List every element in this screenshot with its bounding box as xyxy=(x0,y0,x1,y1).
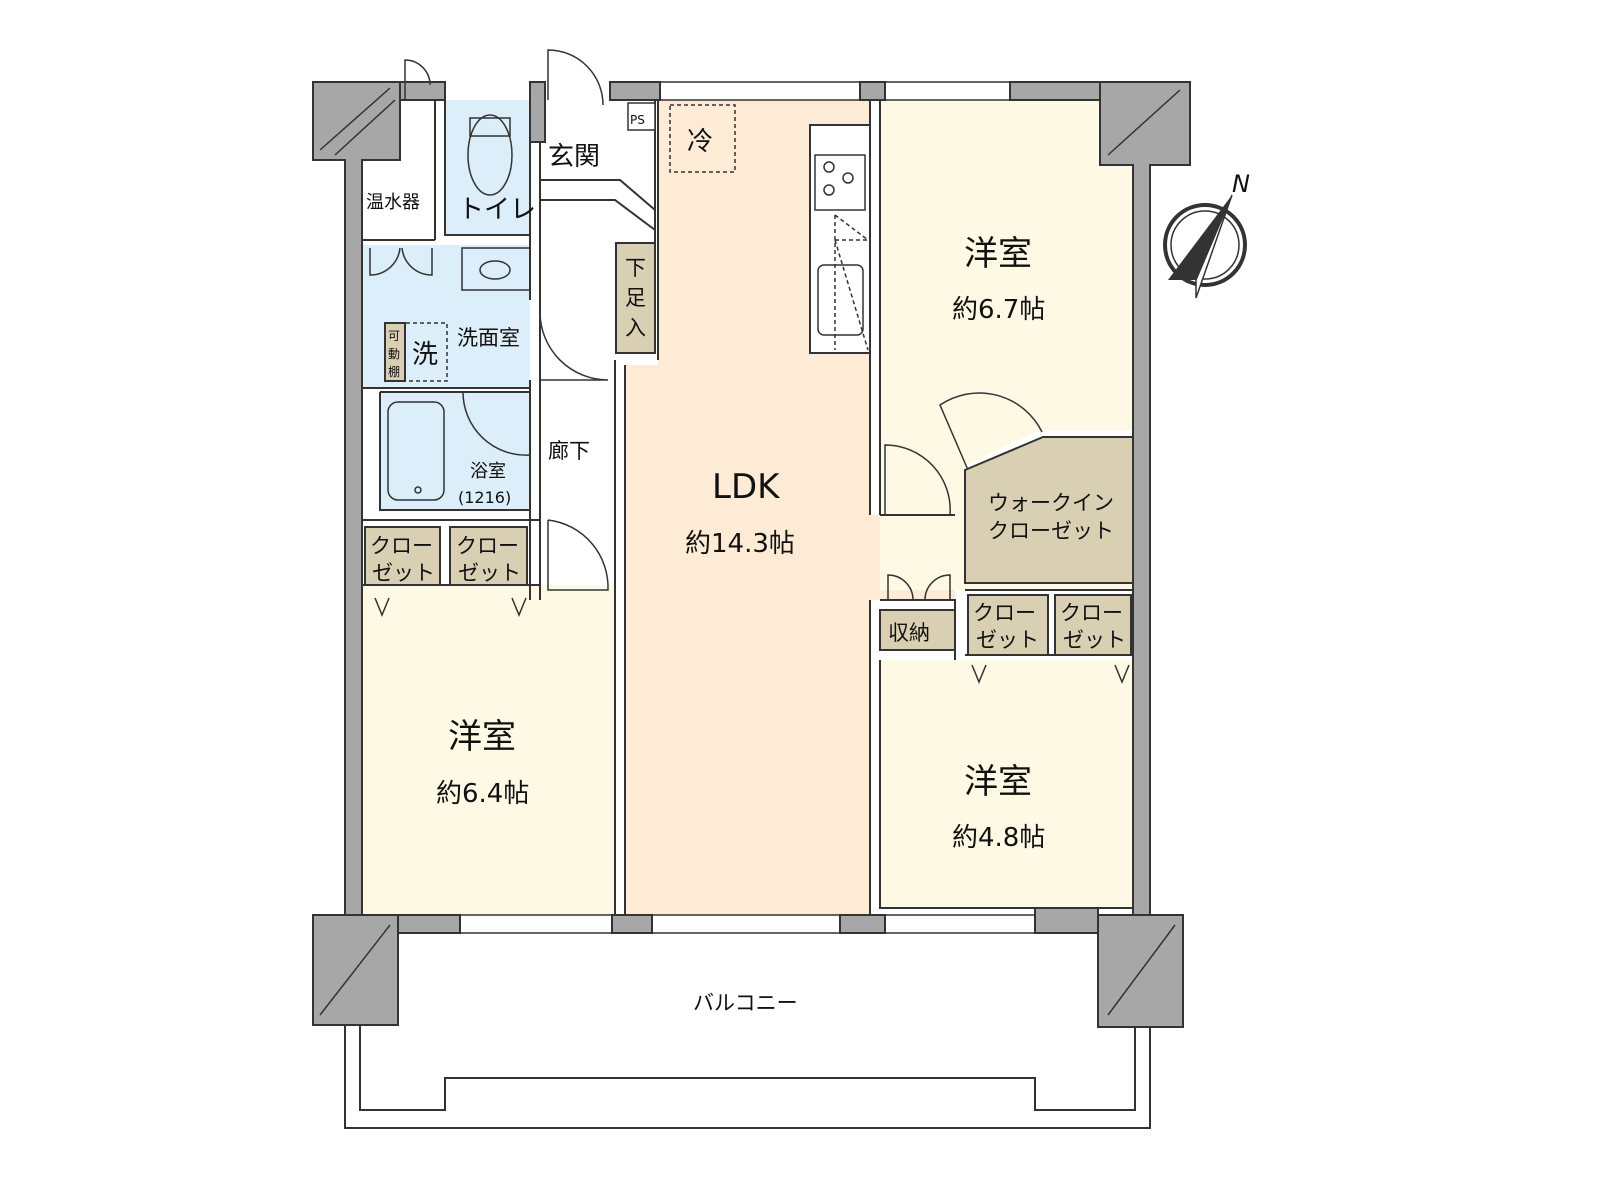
closet-1 xyxy=(364,526,441,586)
doors[interactable] xyxy=(369,49,1130,684)
label-fridge: 冷 xyxy=(687,127,713,157)
fixtures xyxy=(364,102,1134,656)
outer-walls xyxy=(312,81,1191,1028)
label-bath: 浴室 xyxy=(470,461,506,482)
label-wic-1: ウォークイン xyxy=(988,491,1114,515)
label-closet-2a: クロー xyxy=(456,534,519,558)
basin-icon xyxy=(479,260,511,280)
label-bedroom-ne-size: 約6.7帖 xyxy=(952,295,1045,325)
label-ldk-size: 約14.3帖 xyxy=(685,529,795,559)
shoe-storage xyxy=(615,242,656,354)
label-bath-size: (1216) xyxy=(458,488,511,507)
bedroom-southeast xyxy=(880,660,1133,908)
label-bedroom-ne: 洋室 xyxy=(964,234,1032,274)
fridge-space xyxy=(669,104,736,173)
label-closet-1b: ゼット xyxy=(372,561,435,585)
label-shoe-1: 下 xyxy=(625,256,646,280)
stove-icon xyxy=(814,154,866,211)
toilet-icon xyxy=(467,114,513,196)
label-shelf-3: 棚 xyxy=(388,364,400,379)
closet-4 xyxy=(1054,594,1132,656)
label-shelf-1: 可 xyxy=(388,329,400,343)
label-bedroom-w: 洋室 xyxy=(448,717,516,757)
label-ps: PS xyxy=(630,113,645,127)
label-entrance: 玄関 xyxy=(548,142,600,172)
kitchen-counter xyxy=(809,124,871,354)
label-closet-3a: クロー xyxy=(973,601,1036,625)
label-washer: 洗 xyxy=(412,340,438,370)
label-closet-2b: ゼット xyxy=(458,561,521,585)
label-balcony: バルコニー xyxy=(693,991,798,1015)
balcony xyxy=(344,930,1151,1129)
bedroom-west xyxy=(362,585,615,915)
compass-icon: N xyxy=(1163,170,1250,299)
compass-north-label: N xyxy=(1232,170,1250,198)
toilet-room xyxy=(445,100,530,235)
label-washroom: 洗面室 xyxy=(457,326,520,350)
label-wic-2: クローゼット xyxy=(988,519,1114,543)
walk-in-closet xyxy=(964,436,1134,584)
label-storage: 収納 xyxy=(888,621,930,645)
ps-box xyxy=(627,102,656,131)
label-closet-3b: ゼット xyxy=(976,628,1039,652)
sink-icon xyxy=(817,264,864,336)
label-water-heater: 温水器 xyxy=(366,192,420,213)
movable-shelf xyxy=(384,322,406,382)
closet-3 xyxy=(967,594,1049,656)
label-shoe-3: 入 xyxy=(625,316,646,340)
label-shelf-2: 動 xyxy=(388,347,400,361)
label-closet-4a: クロー xyxy=(1060,601,1123,625)
closet-2 xyxy=(449,526,528,586)
label-bedroom-se: 洋室 xyxy=(964,762,1032,802)
label-toilet: トイレ xyxy=(458,195,536,225)
label-closet-1a: クロー xyxy=(370,534,433,558)
label-ldk: LDK xyxy=(712,467,781,507)
label-bedroom-w-size: 約6.4帖 xyxy=(436,779,529,809)
label-shoe-2: 足 xyxy=(625,286,646,310)
bathtub-icon xyxy=(387,401,445,501)
storage xyxy=(879,609,956,651)
ldk-room xyxy=(625,100,955,915)
label-hallway: 廊下 xyxy=(548,439,590,463)
bedroom-northeast xyxy=(880,100,1133,590)
label-bedroom-se-size: 約4.8帖 xyxy=(952,823,1045,853)
label-closet-4b: ゼット xyxy=(1063,628,1126,652)
